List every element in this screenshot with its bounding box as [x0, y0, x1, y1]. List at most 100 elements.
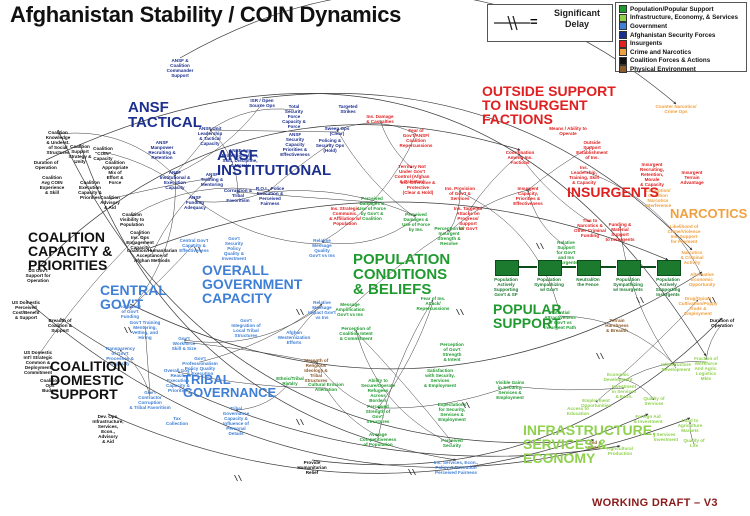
delay-marker-icon — [636, 296, 644, 304]
causal-link-arrow — [321, 133, 417, 243]
delay-marker-icon — [234, 474, 242, 482]
variable-node: Ins. Damage& Casualties — [366, 114, 394, 124]
delay-marker-icon — [296, 308, 304, 316]
legend-label: Afghanistan Security Forces — [630, 31, 716, 39]
causal-link-arrow — [336, 123, 417, 135]
variable-node: Foreign Aid& Investment — [633, 414, 663, 424]
legend-item: Government — [619, 22, 743, 31]
legend-swatch — [619, 13, 627, 22]
legend-swatch — [619, 5, 627, 14]
causal-link-arrow — [321, 217, 417, 244]
causal-link-arrow — [377, 299, 434, 439]
legend-item: Insurgents — [619, 39, 743, 48]
causal-link-arrow — [194, 189, 271, 203]
causal-link-arrow — [57, 129, 595, 444]
causal-link-arrow — [559, 315, 677, 367]
variable-node: Counter Narcotics/Crime Ops — [655, 104, 697, 114]
causal-link-arrow — [617, 299, 699, 379]
delay-marker-icon — [462, 401, 470, 409]
legend-label: Coalition Forces & Actions — [630, 57, 711, 65]
population-stock-box — [617, 260, 641, 276]
delay-marker-icon — [456, 308, 464, 316]
causal-link-arrow — [325, 387, 379, 437]
delay-marker-icon — [194, 246, 202, 254]
delay-marker-icon — [494, 15, 530, 31]
variable-node: Land &Water — [586, 440, 602, 450]
population-stock-box — [657, 260, 681, 276]
variable-node: Ins.Leadership,Training, Skill& Capacity — [569, 165, 599, 185]
variable-node: Sweep Ops(Clear) — [324, 126, 350, 136]
legend-swatch — [619, 22, 627, 31]
causal-link-arrow — [377, 301, 434, 409]
causal-link-arrow — [37, 124, 521, 269]
legend-swatch — [619, 48, 627, 57]
causal-link-arrow — [109, 177, 213, 200]
diagram-title: Afghanistan Stability / COIN Dynamics — [10, 2, 402, 27]
causal-link-arrow — [179, 0, 677, 105]
causal-link-arrow — [448, 189, 529, 233]
causal-link-arrow — [527, 145, 593, 191]
legend-swatch — [619, 56, 627, 65]
delay-equals: = — [530, 14, 538, 29]
causal-link-arrow — [151, 175, 213, 255]
variable-node: Policing &Security Ops(Hold) — [315, 138, 345, 153]
causal-link-arrow — [183, 305, 323, 343]
causal-link-arrow — [149, 201, 669, 261]
causal-link-arrow — [311, 317, 723, 466]
